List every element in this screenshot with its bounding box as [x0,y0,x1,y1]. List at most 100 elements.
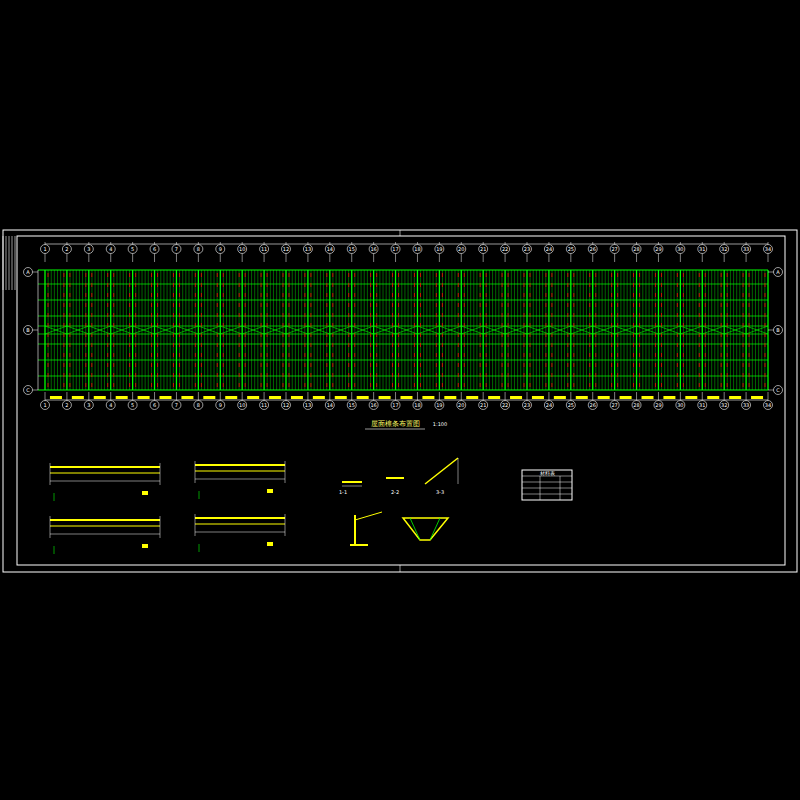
drawing-line [401,270,402,390]
drawing-line [73,270,74,390]
axis-number: 1 [43,403,46,408]
drawing-line [705,273,706,387]
axis-number: 22 [502,403,508,408]
drawing-line [517,270,518,390]
axis-bubble [566,401,575,410]
drawing-line [370,273,371,387]
drawing-line [163,270,164,390]
axis-number: 14 [327,247,333,252]
drawing-line [655,273,656,387]
axis-number: 17 [392,403,398,408]
drawing-line [633,270,634,390]
drawing-line [420,273,421,387]
drawing-line [389,270,390,390]
axis-number: 29 [655,247,661,252]
axis-number: 21 [480,403,486,408]
drawing-line [383,270,384,390]
axis-number: 14 [327,403,333,408]
axis-bubble [435,245,444,254]
axis-number: B [26,328,29,333]
axis-number: 3 [87,247,90,252]
drawing-line [551,273,552,387]
drawing-line [733,270,734,390]
drawing-line [458,270,459,390]
drawing-line [111,326,133,334]
drawing-line [658,326,680,334]
axis-bubble [194,245,203,254]
drawing-line [82,270,83,390]
drawing-line [560,476,561,500]
drawing-line [743,273,744,387]
drawing-line [570,270,571,390]
axis-bubble [544,401,553,410]
axis-number: 15 [349,403,355,408]
drawing-line [330,326,352,334]
drawing-line [508,270,509,390]
drawing-line [295,270,296,390]
drawing-line [323,270,324,390]
drawing-line [298,270,299,390]
drawing-line [263,270,264,390]
drawing-line [264,326,286,334]
axis-bubble [84,401,93,410]
drawing-line [373,270,374,390]
drawing-line [79,270,80,390]
drawing-line [138,270,139,390]
axis-number: 12 [283,247,289,252]
drawing-line [342,481,362,483]
drawing-line [540,476,541,500]
axis-bubble [610,401,619,410]
axis-number: B [776,328,779,333]
drawing-line [220,326,242,334]
drawing-line [765,273,766,387]
axis-number: 9 [219,403,222,408]
drawing-line [133,326,155,334]
drawing-line [195,514,196,536]
axis-number: 8 [197,403,200,408]
drawing-line [355,512,382,520]
frame-rect [3,230,797,572]
drawing-line [523,270,524,390]
drawing-line [3,236,4,290]
drawing-line [527,326,549,334]
axis-number: 17 [392,247,398,252]
drawing-line [567,270,568,390]
drawing-line [107,273,108,387]
drawing-line [461,270,462,390]
drawing-line [198,270,199,390]
axis-bubble [501,401,510,410]
axis-bubble [742,245,751,254]
drawing-line [304,273,305,387]
drawing-line [730,270,731,390]
drawing-line [492,270,493,390]
drawing-line [739,270,740,390]
drawing-line [417,270,418,390]
drawing-line [195,270,196,390]
drawing-line [69,273,70,387]
drawing-line [195,461,196,483]
drawing-line [154,270,155,390]
axis-number: 13 [305,247,311,252]
member-tag [554,396,566,399]
axis-bubble [457,245,466,254]
drawing-line [545,273,546,387]
axis-number: 28 [633,247,639,252]
note-label: 材料表 [540,471,555,476]
axis-bubble [413,245,422,254]
drawing-line [414,270,415,390]
axis-bubble [84,245,93,254]
axis-bubble [369,245,378,254]
drawing-line [386,270,387,390]
axis-bubble [676,245,685,254]
drawing-line [573,273,574,387]
axis-bubble [610,245,619,254]
drawing-line [661,273,662,387]
axis-number: C [26,388,30,393]
drawing-line [524,273,525,387]
drawing-line [157,273,158,387]
axis-number: 2 [65,247,68,252]
drawing-line [50,473,160,474]
drawing-line [217,270,218,390]
drawing-line [342,486,362,487]
drawing-line [63,273,64,387]
